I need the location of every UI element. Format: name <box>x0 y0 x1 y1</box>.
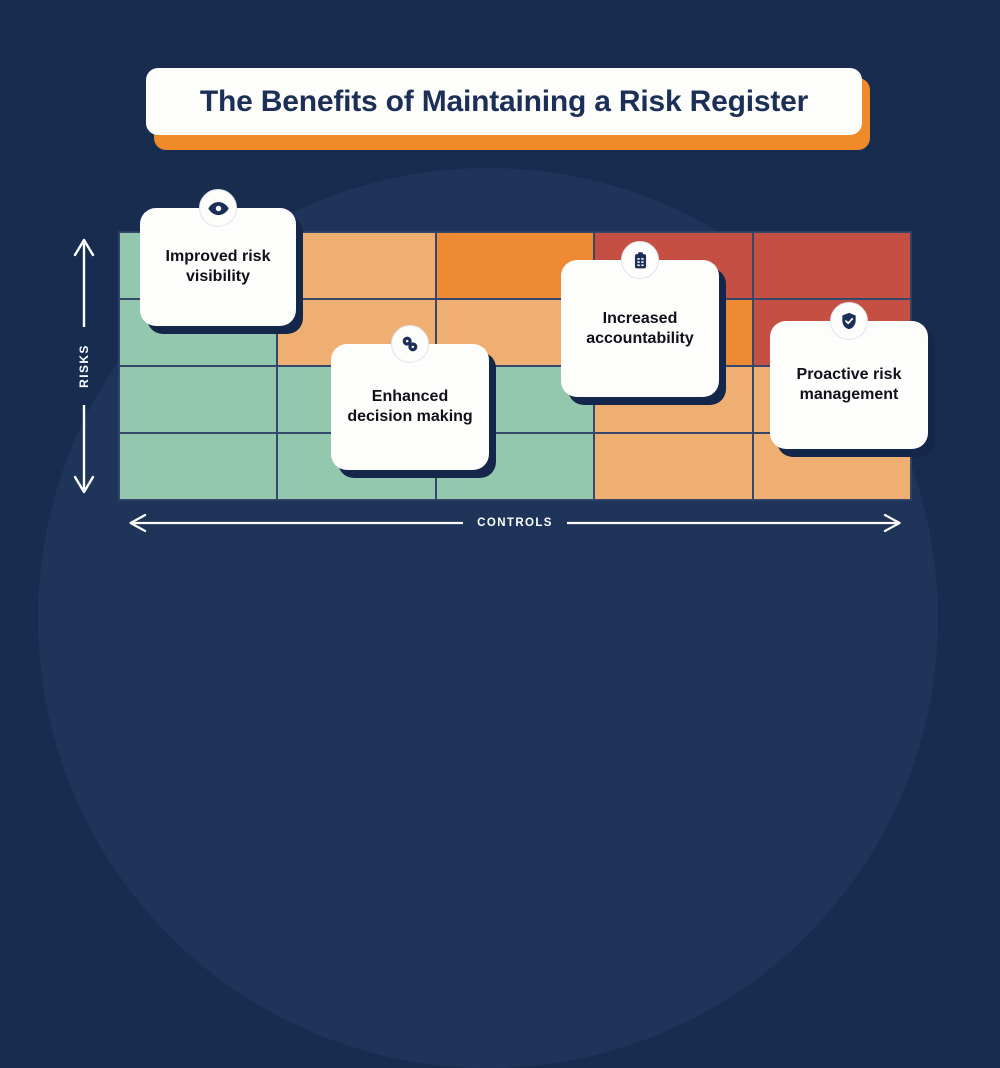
shield-check-icon <box>830 302 868 340</box>
benefit-card-3[interactable]: Increased accountability <box>561 241 726 405</box>
eye-icon <box>199 189 237 227</box>
matrix-cell-r4-c4 <box>594 433 753 500</box>
benefit-card-label: Improved risk visibility <box>165 248 271 285</box>
matrix-cell-r4-c1 <box>119 433 278 500</box>
benefit-card-body: Proactive risk management <box>770 321 928 449</box>
matrix-cell-r1-c2 <box>277 232 436 299</box>
benefit-card-label: Enhanced decision making <box>347 388 473 425</box>
controls-axis: CONTROLS <box>118 506 912 540</box>
controls-axis-label: CONTROLS <box>477 517 553 529</box>
benefit-card-2[interactable]: Enhanced decision making <box>331 325 496 478</box>
benefit-card-label: Increased accountability <box>586 309 694 347</box>
benefit-card-body: Enhanced decision making <box>331 344 489 470</box>
benefit-card-label: Proactive risk management <box>796 366 902 403</box>
clipboard-icon <box>621 241 659 279</box>
title-banner: The Benefits of Maintaining a Risk Regis… <box>146 68 870 150</box>
matrix-cell-r1-c5 <box>752 232 911 299</box>
risks-axis-label: RISKS <box>77 344 91 388</box>
benefit-card-body: Increased accountability <box>561 260 719 397</box>
risks-axis: RISKS <box>62 231 106 501</box>
infographic-stage: The Benefits of Maintaining a Risk Regis… <box>62 68 935 600</box>
benefit-card-4[interactable]: Proactive risk management <box>770 302 935 457</box>
controls-axis-arrow-right <box>567 511 912 535</box>
title-card: The Benefits of Maintaining a Risk Regis… <box>146 68 862 135</box>
benefit-card-1[interactable]: Improved risk visibility <box>140 189 303 334</box>
matrix-cell-r3-c1 <box>119 366 278 433</box>
risks-axis-arrows <box>73 238 95 494</box>
link-icon <box>391 325 429 363</box>
controls-axis-arrow-left <box>118 511 463 535</box>
page-title: The Benefits of Maintaining a Risk Regis… <box>199 84 809 118</box>
benefit-card-body: Improved risk visibility <box>140 208 296 326</box>
